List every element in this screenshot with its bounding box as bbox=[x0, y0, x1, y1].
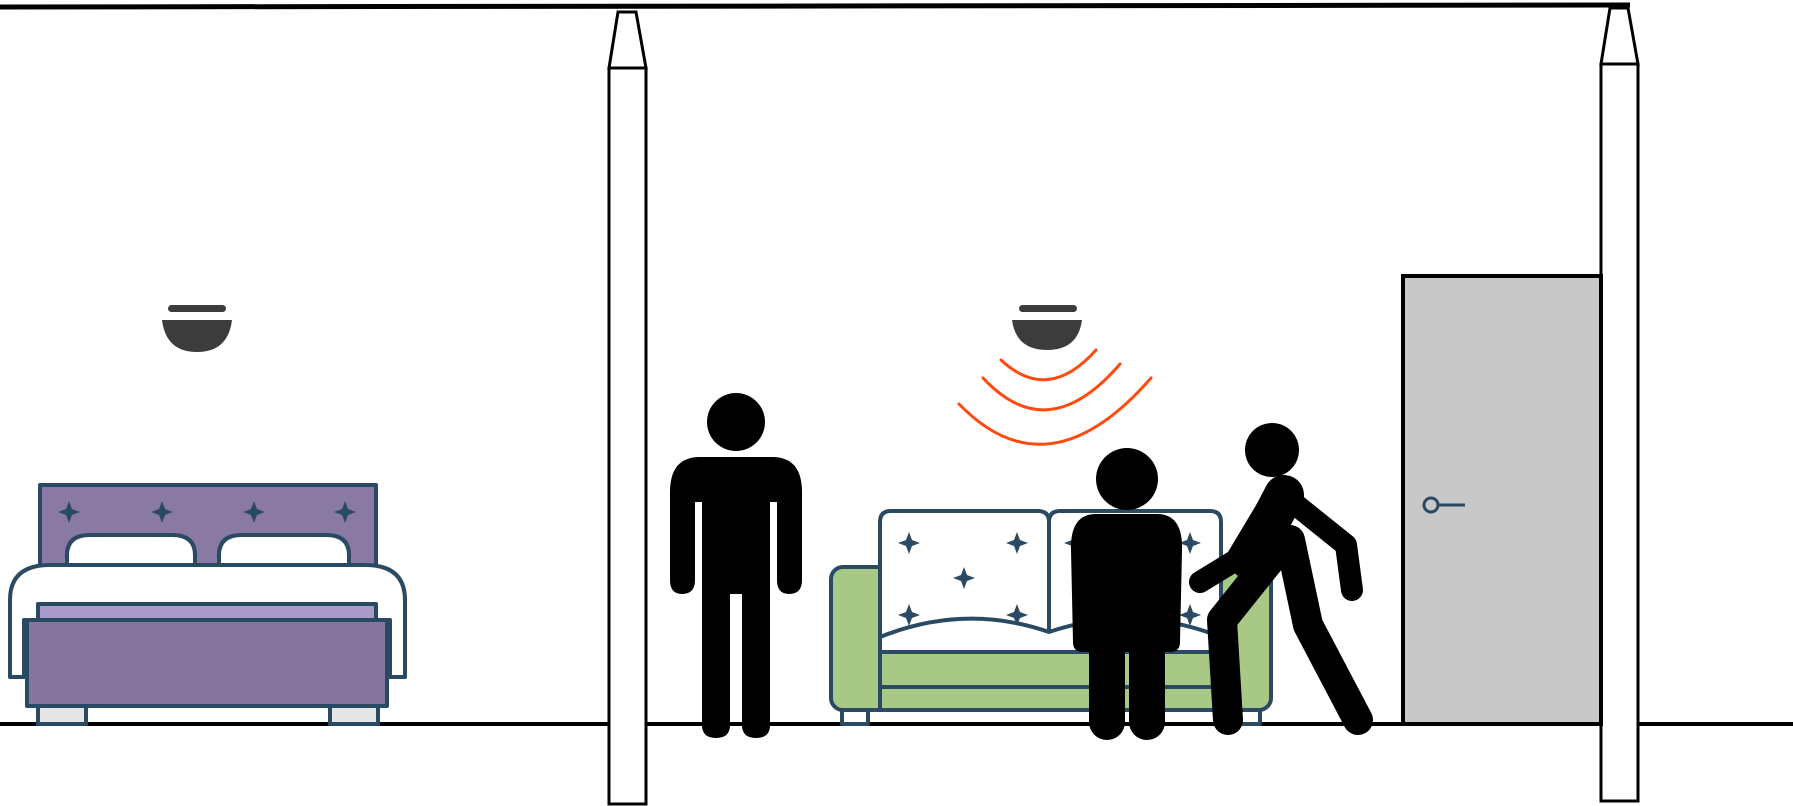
walking-person-icon bbox=[1200, 423, 1358, 720]
ceiling-line bbox=[0, 5, 1630, 7]
door-icon bbox=[1403, 276, 1601, 724]
bed-icon bbox=[10, 485, 405, 724]
sofa-icon bbox=[831, 511, 1271, 724]
wall-pillar-left bbox=[609, 12, 646, 804]
wall-pillar-right bbox=[1601, 8, 1638, 801]
signal-waves-icon bbox=[959, 350, 1151, 444]
living-room-sensor-icon bbox=[1012, 305, 1082, 350]
standing-person-icon bbox=[670, 393, 802, 738]
bedroom-sensor-icon bbox=[162, 305, 232, 352]
